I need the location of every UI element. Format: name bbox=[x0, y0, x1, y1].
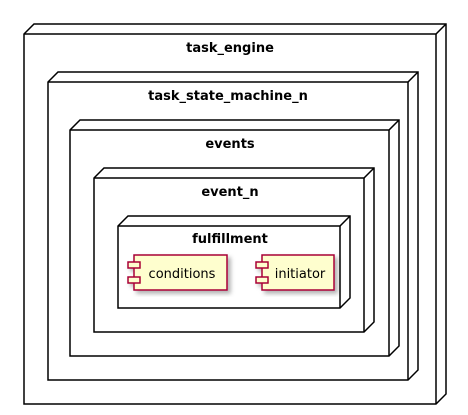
component-label-initiator: initiator bbox=[275, 267, 326, 282]
node-title-fulfillment: fulfillment bbox=[192, 232, 268, 247]
node-title-events: events bbox=[205, 137, 255, 152]
component-initiator[interactable] bbox=[255, 254, 335, 291]
component-label-conditions: conditions bbox=[149, 267, 216, 282]
node-title-event-n: event_n bbox=[201, 185, 258, 200]
node-title-task-state-machine-n: task_state_machine_n bbox=[148, 89, 308, 104]
component-conditions[interactable] bbox=[127, 254, 228, 291]
node-title-task-engine: task_engine bbox=[186, 41, 274, 56]
